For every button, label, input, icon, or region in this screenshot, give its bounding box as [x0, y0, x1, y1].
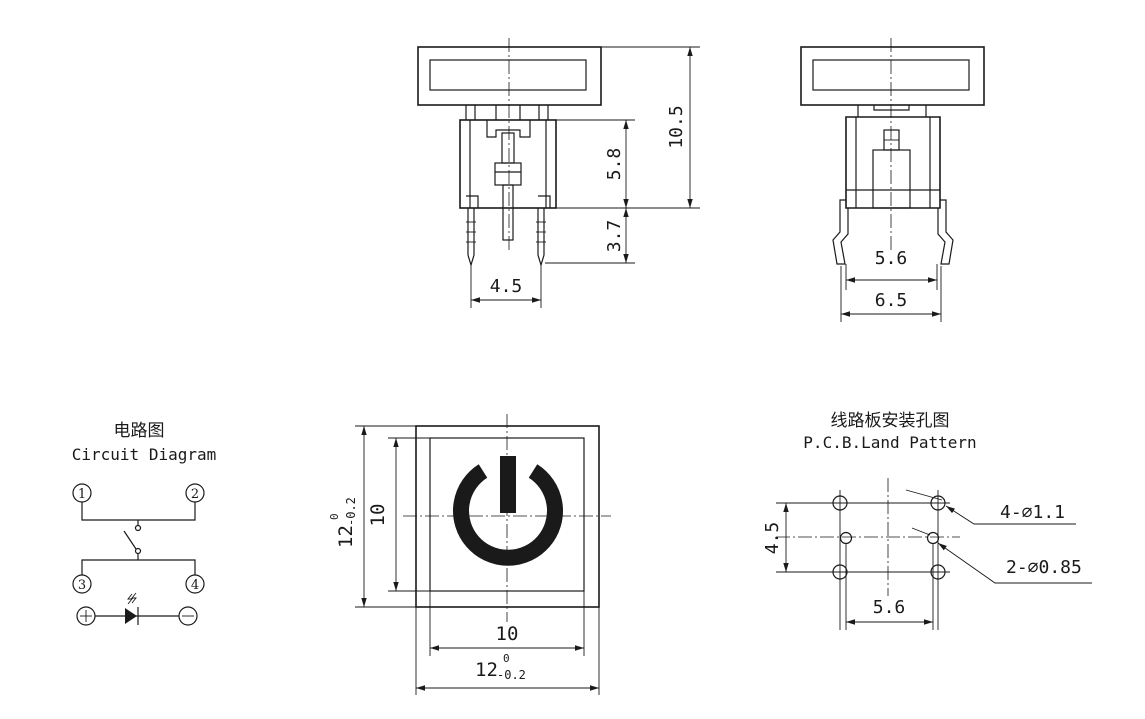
dim-outer-height: 12 0 -0.2 [328, 497, 358, 548]
dim-pcb-height: 4.5 [762, 522, 783, 555]
pcb-title-cn: 线路板安装孔图 [831, 411, 950, 431]
circuit-title-en: Circuit Diagram [72, 445, 217, 464]
pin-2-label: 2 [191, 487, 199, 502]
front-view: 5.6 6.5 [800, 38, 985, 322]
dim-body-height: 5.8 [604, 148, 625, 181]
pin-1-label: 1 [78, 487, 86, 502]
pcb-holes-small-label: 2-∅0.85 [1006, 557, 1082, 578]
circuit-title-cn: 电路图 [114, 421, 165, 441]
outer-width-nominal: 12 [475, 659, 498, 681]
dim-pcb-width: 5.6 [873, 597, 906, 618]
pcb-hole [930, 495, 946, 511]
power-symbol-icon [453, 456, 563, 566]
outer-width-tol-lower: -0.2 [497, 668, 526, 682]
dim-outer-width: 12 0 -0.2 [475, 652, 526, 682]
side-view: 10.5 5.8 3.7 4.5 [417, 38, 700, 308]
pcb-land-pattern: 线路板安装孔图 P.C.B.Land Pattern 4.5 5.6 4-∅1.… [762, 411, 1092, 630]
dim-inner-width: 10 [496, 623, 519, 645]
outer-width-tol-upper: 0 [503, 652, 510, 665]
dim-pin-length: 3.7 [604, 220, 625, 253]
pcb-hole [832, 564, 848, 580]
pcb-hole [930, 564, 946, 580]
pin-4-label: 4 [191, 578, 199, 593]
pin-3-label: 3 [78, 578, 86, 593]
outer-height-tol-lower: -0.2 [344, 497, 358, 526]
pcb-hole [832, 495, 848, 511]
dim-inner-height: 10 [367, 504, 389, 527]
pcb-hole-small [839, 531, 853, 545]
outer-height-nominal: 12 [335, 525, 357, 548]
dim-lead-span: 5.6 [875, 248, 908, 269]
circuit-diagram: 电路图 Circuit Diagram 1 2 3 4 [72, 421, 217, 626]
pcb-title-en: P.C.B.Land Pattern [803, 433, 976, 452]
dim-total-height: 10.5 [666, 105, 687, 148]
dim-body-width: 6.5 [875, 290, 908, 311]
top-view: 10 10 12 0 -0.2 12 0 -0.2 [328, 414, 611, 695]
pcb-holes-large-label: 4-∅1.1 [1000, 502, 1065, 523]
dim-pin-spacing: 4.5 [490, 276, 523, 297]
outer-height-tol-upper: 0 [328, 513, 341, 520]
pcb-hole-small [926, 531, 940, 545]
